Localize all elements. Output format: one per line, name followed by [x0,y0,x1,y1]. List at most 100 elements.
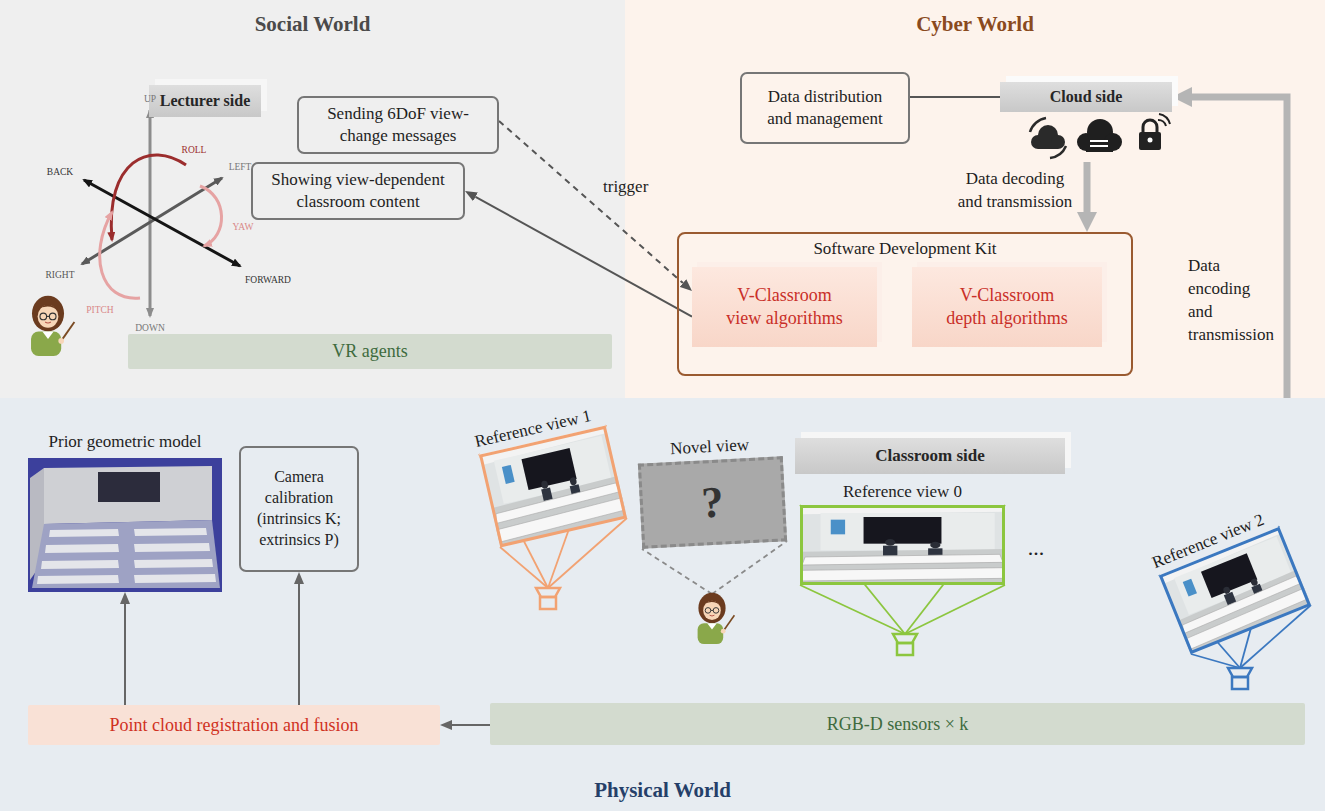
process-box: Data distribution and management [740,72,910,144]
link-line [910,96,1000,98]
world-region: Lecturer sideSending 6DoF view-change me… [0,0,625,398]
box-text: Camera calibration (intrinsics K; extrin… [249,467,349,550]
side-label-bar: Lecturer side [149,85,262,117]
box-text: V-Classroom view algorithms [721,284,849,331]
box-text: Data distribution and management [754,86,896,130]
novel-view-frustum [712,541,787,594]
prior-model-render [37,575,119,584]
axis-label: PITCH [86,306,113,316]
axis-label: YAW [233,223,254,233]
box-text: Sending 6DoF view-change messages [307,103,489,147]
region-title: Physical World [0,778,1325,803]
side-label-bar: Classroom side [795,438,1065,474]
cyber-world-ground [625,0,1325,398]
cloud-icons [1158,120,1166,126]
box-text: VR agents [332,341,408,362]
cloud-icons [1030,118,1046,132]
agent-bar: RGB-D sensors × k [490,703,1305,745]
box-text: Showing view-dependent classroom content [261,169,455,213]
world-region: Prior geometric modelCamera calibration … [0,398,1325,811]
flow-arrow [476,197,693,317]
box-text: Cloud side [1000,82,1172,112]
novel-view-frustum [642,549,712,594]
view-label: Reference view 0 [843,482,962,502]
six-dof-axes [200,186,222,246]
camera-icon [536,588,560,609]
axis-label: RIGHT [45,271,74,281]
edge-label: Data encoding and transmission [1188,255,1277,347]
pipeline-bar: Point cloud registration and fusion [28,705,440,745]
physical-world-ground [0,398,1325,811]
prior-model-render [28,458,222,592]
region-title: Social World [0,12,625,37]
view-frame: Novel view? [638,456,787,548]
prior-model-render [44,466,212,524]
box-text: Classroom side [875,446,985,466]
camera-icon [1232,677,1248,689]
camera-frustum [800,585,905,634]
prior-model-render [28,458,222,592]
view-frame: Reference view 2 [1159,526,1311,654]
camera-frustum [500,547,548,588]
view-label: Novel view [670,435,750,459]
flow-arrow [1192,97,1287,398]
cloud-icons [1050,146,1066,158]
box-text: V-Classroom depth algorithms [943,284,1071,331]
view-label: Reference view 2 [1149,509,1267,572]
flow-arrow [298,584,300,705]
box-text: RGB-D sensors × k [827,714,969,735]
edge-label: Data decoding and transmission [955,168,1075,214]
prior-model-render [41,560,119,569]
axis-label: UP [144,95,156,105]
lecturer-figure [31,296,74,356]
six-dof-axes [111,155,186,240]
camera-frustum [800,505,1005,634]
reference-photo [800,505,1005,585]
camera-icon [1228,668,1252,689]
flow-arrow [124,604,126,705]
camera-icon [893,634,917,643]
axis-label: DOWN [135,324,165,334]
algorithm-box: V-Classroom view algorithms [692,267,877,347]
camera-frustum [1191,654,1240,668]
view-frame: Reference view 1 [479,425,627,547]
prior-model-render [45,544,119,553]
view-frame: Reference view 0 [800,505,1005,585]
cloud-icons [1143,120,1157,132]
unknown-view-mark: ? [641,459,784,545]
flow-arrow [452,724,490,726]
region-title: Cyber World [625,12,1325,37]
prior-model-render [134,559,213,568]
container-title: Software Development Kit [813,238,996,260]
agent-bar: VR agents [128,334,612,369]
cloud-icons [1159,114,1170,124]
cloud-side-block: Cloud side [1000,82,1172,162]
box-text: Point cloud registration and fusion [110,715,359,736]
camera-icon [540,597,556,609]
axis-label: FORWARD [245,276,291,286]
camera-icon [1228,668,1252,677]
camera-icon [897,643,913,655]
prior-model-render [134,543,210,552]
camera-icon [536,588,560,597]
process-box: Sending 6DoF view-change messages [297,96,499,154]
cloud-icons [1148,138,1153,143]
prior-model-render [134,574,216,583]
prior-model-render [49,529,119,537]
axis-label: BACK [47,168,73,178]
lecturer-figure [698,593,735,644]
camera-frustum [479,425,627,588]
camera-frustum [905,585,1005,634]
view-label: Prior geometric model [49,432,202,452]
camera-icon [893,634,917,655]
six-dof-axes [149,110,152,316]
axis-label: LEFT [229,163,252,173]
process-box: Camera calibration (intrinsics K; extrin… [239,446,359,572]
prior-model-render [134,528,207,536]
cloud-icons [1038,142,1058,149]
axis-label: ROLL [182,146,207,156]
cloud-icons [1139,132,1161,150]
process-box: Showing view-dependent classroom content [251,162,465,220]
